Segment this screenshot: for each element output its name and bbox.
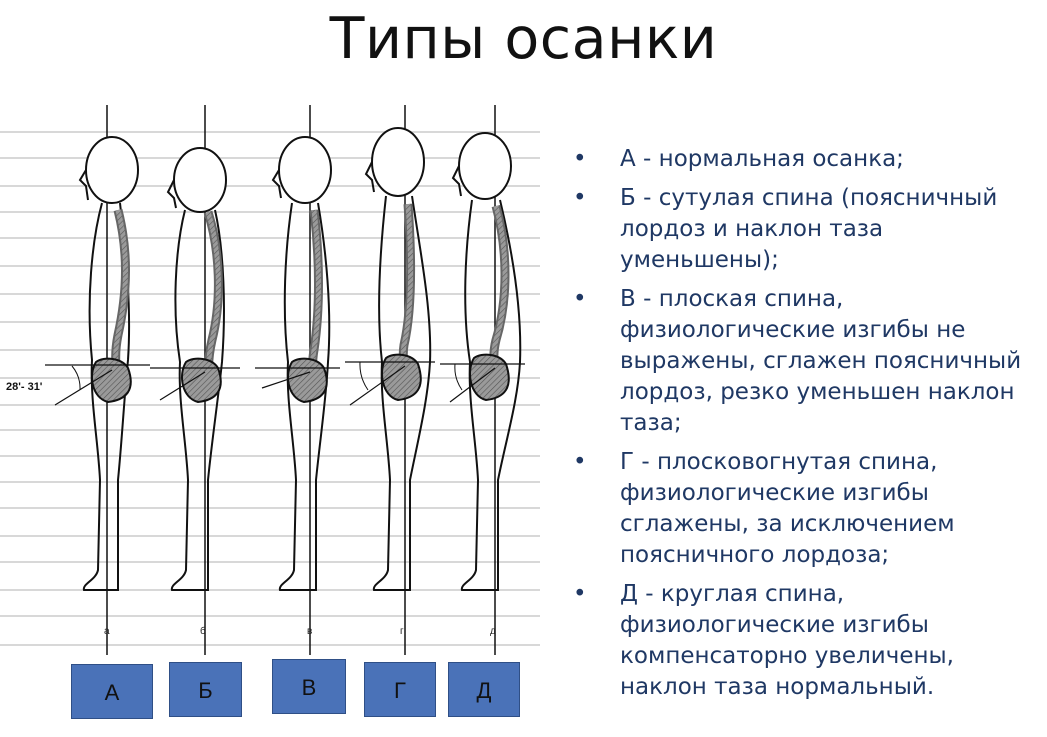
background-text-texture [0, 131, 540, 646]
slide-title: Типы осанки [329, 6, 718, 72]
list-item: • Б - сутулая спина (поясничный лордоз и… [573, 183, 1043, 276]
sub-label-a: а [104, 626, 110, 637]
posture-types-list: • А - нормальная осанка; • Б - сутулая с… [573, 144, 1043, 711]
tag-box-d: Д [448, 662, 520, 717]
posture-figures-svg: 28'- 31' а б в г д [0, 105, 540, 655]
sub-label-b: б [200, 625, 206, 637]
sub-label-d: д [490, 626, 496, 637]
list-item-text: А - нормальная осанка; [620, 146, 904, 172]
bullet-icon: • [573, 286, 587, 312]
sub-label-g: г [400, 626, 404, 637]
bullet-icon: • [573, 581, 587, 607]
list-item-text: Б - сутулая спина (поясничный лордоз и н… [620, 185, 998, 273]
figure-g [345, 105, 435, 655]
figure-a [45, 105, 150, 655]
posture-figures-illustration: 28'- 31' а б в г д [0, 100, 560, 660]
list-item: • Г - плосковогнутая спина, физиологичес… [573, 447, 1043, 571]
tag-box-g: Г [364, 662, 436, 717]
tag-box-v: В [272, 659, 346, 714]
list-item: • Д - круглая спина, физиологические изг… [573, 579, 1043, 703]
sub-label-v: в [307, 626, 312, 637]
tag-box-b: Б [169, 662, 242, 717]
list-item: • А - нормальная осанка; [573, 144, 1043, 175]
bullet-icon: • [573, 449, 587, 475]
list-item-text: В - плоская спина, физиологические изгиб… [620, 286, 1022, 436]
figure-b [150, 105, 240, 655]
list-item-text: Д - круглая спина, физиологические изгиб… [620, 581, 954, 700]
angle-label: 28'- 31' [6, 381, 43, 393]
list-item-text: Г - плосковогнутая спина, физиологически… [620, 449, 955, 568]
tag-box-a: А [71, 664, 153, 719]
bullet-icon: • [573, 146, 587, 172]
figure-d [440, 105, 525, 655]
list-item: • В - плоская спина, физиологические изг… [573, 284, 1043, 439]
figure-v [255, 105, 340, 655]
bullet-icon: • [573, 185, 587, 211]
